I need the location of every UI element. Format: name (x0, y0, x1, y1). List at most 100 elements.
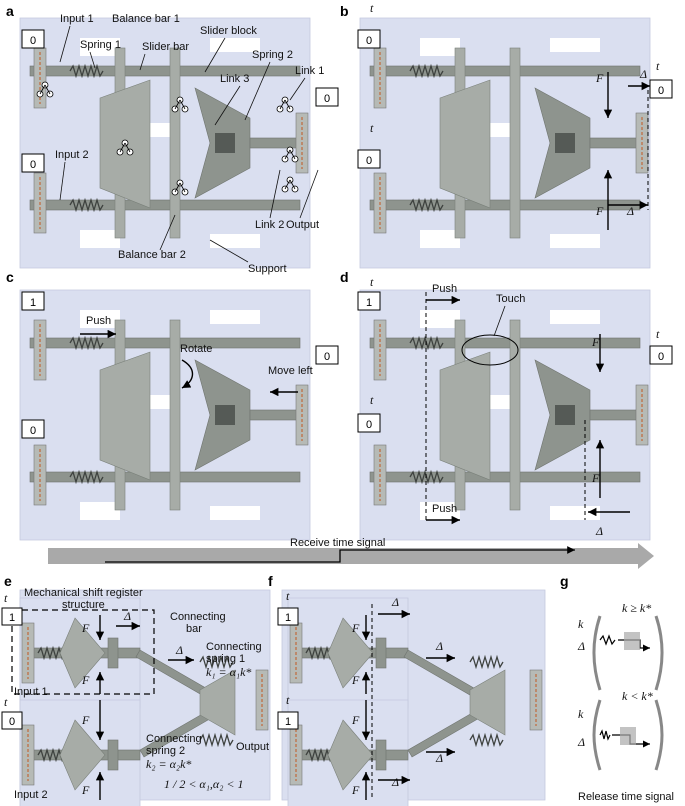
input1-state-box (21, 29, 45, 49)
label-e-output: Output (236, 741, 269, 753)
label-balance-bar-1: Balance bar 1 (112, 13, 180, 25)
label-slider-block: Slider block (200, 25, 257, 37)
force-f-f3: F (351, 713, 360, 727)
delta-d: Δ (595, 524, 603, 538)
label-connecting-spring-2: Connecting spring 2 (146, 733, 205, 757)
delta-b1: Δ (639, 67, 647, 81)
c-input1-value: 1 (30, 297, 36, 309)
time-t-b1: t (370, 1, 374, 15)
receive-time-signal-text: Receive time signal (290, 537, 385, 549)
register-label-line2: structure (62, 599, 105, 611)
label-slider-bar: Slider bar (142, 41, 189, 53)
label-input-1: Input 1 (60, 13, 94, 25)
force-f-f4: F (351, 783, 360, 797)
time-t-b3: t (656, 59, 660, 73)
f-input1-value: 1 (285, 612, 291, 624)
shift-register-box (11, 609, 155, 695)
input1-state-value: 0 (30, 35, 36, 47)
force-f-b1: F (595, 71, 604, 85)
label-output: Output (286, 219, 319, 231)
force-f-e3: F (81, 713, 90, 727)
k2-equation: k₂ = α₂k* (146, 757, 191, 771)
label-touch: Touch (496, 293, 525, 305)
label-spring-1: Spring 1 (80, 39, 121, 51)
alpha-range: 1 / 2 < α₁,α₂ < 1 (164, 777, 243, 791)
b-input2-box (357, 149, 381, 169)
time-t-b2: t (370, 121, 374, 135)
force-f-d2: F (591, 471, 600, 485)
label-push-d-bottom: Push (432, 503, 457, 515)
force-f-f2: F (351, 673, 360, 687)
label-link-1: Link 1 (295, 65, 324, 77)
label-move-left: Move left (268, 365, 313, 377)
label-input-2: Input 2 (55, 149, 89, 161)
delta-g2: Δ (577, 735, 585, 749)
k-label-g2: k (578, 707, 584, 721)
label-connecting-bar: Connecting bar (170, 611, 229, 635)
time-t-e: t (4, 591, 8, 605)
e-input2-box (1, 711, 23, 730)
force-f-b2: F (595, 204, 604, 218)
connecting-spring-1-line1: Connecting (206, 641, 262, 653)
e-input2-value: 0 (9, 716, 15, 728)
b-input2-value: 0 (366, 155, 372, 167)
force-f-e2: F (81, 673, 90, 687)
time-t-f2: t (286, 693, 290, 707)
panel-a-label: a (6, 3, 14, 19)
label-connecting-spring-1: Connecting spring 1 (206, 641, 265, 665)
register-label: Mechanical shift register structure (24, 587, 146, 611)
delta-g1: Δ (577, 639, 585, 653)
k1-equation: k₁ = α₁k* (206, 665, 251, 679)
force-f-f1: F (351, 621, 360, 635)
connecting-bar-line2: bar (186, 623, 202, 635)
cond-k-ge: k ≥ k* (622, 601, 651, 615)
connecting-spring-2-line1: Connecting (146, 733, 202, 745)
panel-g-bottom (592, 699, 664, 771)
k-label-g1: k (578, 617, 584, 631)
time-t-d1: t (370, 275, 374, 289)
panel-f (281, 589, 546, 806)
time-t-f1: t (286, 589, 290, 603)
panel-f-label: f (268, 573, 273, 589)
c-output-box (315, 345, 339, 365)
panel-e-label: e (4, 573, 12, 589)
cond-k-lt: k < k* (622, 689, 653, 703)
label-rotate: Rotate (180, 343, 212, 355)
output-state-value: 0 (324, 93, 330, 105)
panel-d (360, 290, 650, 540)
delta-b2: Δ (626, 204, 634, 218)
label-spring-2: Spring 2 (252, 49, 293, 61)
output-state-box (315, 87, 339, 107)
d-input1-box (357, 291, 381, 311)
connecting-bar-line1: Connecting (170, 611, 226, 623)
delta-e2: Δ (175, 643, 183, 657)
e-input1-box (1, 607, 23, 626)
c-input2-box (21, 419, 45, 439)
touch-ellipse (461, 334, 519, 366)
label-e-input2: Input 2 (14, 789, 48, 801)
label-push-c: Push (86, 315, 111, 327)
f-input2-value: 1 (285, 716, 291, 728)
time-t-e2: t (4, 695, 8, 709)
panel-b-label: b (340, 3, 349, 19)
c-input2-value: 0 (30, 425, 36, 437)
register-label-line1: Mechanical shift register (24, 587, 143, 599)
delta-f1: Δ (391, 595, 399, 609)
b-output-box (649, 79, 673, 99)
delta-f2: Δ (435, 639, 443, 653)
label-balance-bar-2: Balance bar 2 (118, 249, 186, 261)
connecting-spring-2-line2: spring 2 (146, 745, 185, 757)
d-output-box (649, 345, 673, 365)
f-input2-box (277, 711, 299, 730)
d-input2-value: 0 (366, 419, 372, 431)
release-time-signal-caption: Release time signal (578, 791, 674, 803)
delta-f4: Δ (391, 775, 399, 789)
b-output-value: 0 (658, 85, 664, 97)
force-f-d1: F (591, 335, 600, 349)
delta-e1: Δ (123, 609, 131, 623)
connecting-spring-1-line2: spring 1 (206, 653, 245, 665)
delta-f3: Δ (435, 751, 443, 765)
d-input2-box (357, 413, 381, 433)
panel-b (360, 18, 650, 268)
d-input1-value: 1 (366, 297, 372, 309)
